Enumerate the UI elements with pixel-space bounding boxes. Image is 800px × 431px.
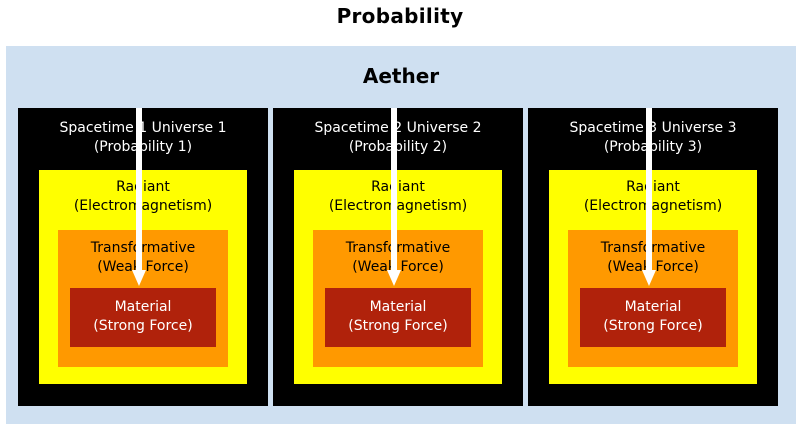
radiant-force-2: (Electromagnetism) — [328, 198, 468, 214]
transformative-force-2: (Weak Force) — [352, 259, 444, 275]
universe-probability-3: (Probability 3) — [603, 139, 703, 155]
transformative-box-1: Transformative (Weak Force) Material (St… — [58, 230, 228, 367]
universe-box-1: Spacetime 1 Universe 1 (Probability 1) R… — [18, 108, 268, 406]
transformative-force-3: (Weak Force) — [607, 259, 699, 275]
transformative-label-1: Transformative (Weak Force) — [58, 239, 228, 277]
material-name-1: Material — [114, 299, 172, 315]
material-name-3: Material — [624, 299, 682, 315]
material-box-3: Material (Strong Force) — [580, 288, 726, 347]
radiant-label-3: Radiant (Electromagnetism) — [549, 178, 757, 216]
material-name-2: Material — [369, 299, 427, 315]
universe-probability-1: (Probability 1) — [93, 139, 193, 155]
radiant-force-3: (Electromagnetism) — [583, 198, 723, 214]
transformative-label-2: Transformative (Weak Force) — [313, 239, 483, 277]
universe-name-1: Spacetime 1 Universe 1 — [59, 120, 227, 136]
material-force-1: (Strong Force) — [93, 318, 193, 334]
radiant-box-1: Radiant (Electromagnetism) Transformativ… — [39, 170, 247, 384]
universe-name-3: Spacetime 3 Universe 3 — [569, 120, 737, 136]
radiant-box-2: Radiant (Electromagnetism) Transformativ… — [294, 170, 502, 384]
down-arrow-3 — [642, 108, 656, 286]
radiant-name-1: Radiant — [116, 179, 170, 195]
transformative-force-1: (Weak Force) — [97, 259, 189, 275]
material-label-1: Material (Strong Force) — [70, 298, 216, 336]
universe-label-1: Spacetime 1 Universe 1 (Probability 1) — [18, 119, 268, 157]
down-arrow-2 — [387, 108, 401, 286]
radiant-name-3: Radiant — [626, 179, 680, 195]
transformative-box-2: Transformative (Weak Force) Material (St… — [313, 230, 483, 367]
universe-label-2: Spacetime 2 Universe 2 (Probability 2) — [273, 119, 523, 157]
material-label-3: Material (Strong Force) — [580, 298, 726, 336]
universe-probability-2: (Probability 2) — [348, 139, 448, 155]
universe-box-3: Spacetime 3 Universe 3 (Probability 3) R… — [528, 108, 778, 406]
transformative-box-3: Transformative (Weak Force) Material (St… — [568, 230, 738, 367]
radiant-box-3: Radiant (Electromagnetism) Transformativ… — [549, 170, 757, 384]
material-force-2: (Strong Force) — [348, 318, 448, 334]
aether-label: Aether — [362, 64, 440, 88]
diagram-title: Probability — [336, 4, 464, 28]
transformative-name-1: Transformative — [90, 240, 196, 256]
radiant-name-2: Radiant — [371, 179, 425, 195]
transformative-name-3: Transformative — [600, 240, 706, 256]
universe-name-2: Spacetime 2 Universe 2 — [314, 120, 482, 136]
material-box-2: Material (Strong Force) — [325, 288, 471, 347]
material-box-1: Material (Strong Force) — [70, 288, 216, 347]
transformative-label-3: Transformative (Weak Force) — [568, 239, 738, 277]
radiant-force-1: (Electromagnetism) — [73, 198, 213, 214]
radiant-label-1: Radiant (Electromagnetism) — [39, 178, 247, 216]
material-label-2: Material (Strong Force) — [325, 298, 471, 336]
radiant-label-2: Radiant (Electromagnetism) — [294, 178, 502, 216]
down-arrow-1 — [132, 108, 146, 286]
universe-label-3: Spacetime 3 Universe 3 (Probability 3) — [528, 119, 778, 157]
material-force-3: (Strong Force) — [603, 318, 703, 334]
transformative-name-2: Transformative — [345, 240, 451, 256]
aether-region: Aether Spacetime 1 Universe 1 (Probabili… — [6, 46, 796, 424]
universe-box-2: Spacetime 2 Universe 2 (Probability 2) R… — [273, 108, 523, 406]
